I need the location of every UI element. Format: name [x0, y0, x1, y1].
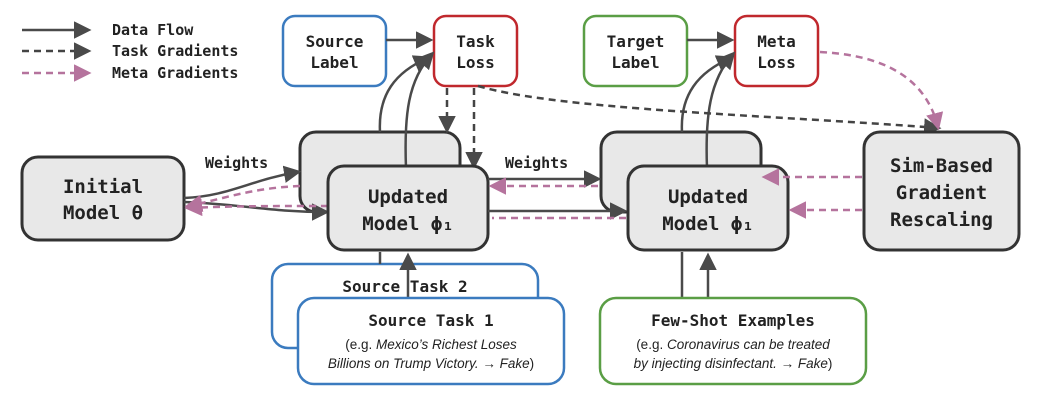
meta-gradient-to-initial-front [184, 198, 329, 217]
task-loss-line2: Loss [456, 53, 495, 72]
initial-model-line2: Model θ [63, 202, 143, 224]
meta-loss-line1: Meta [757, 32, 796, 51]
few-shot-example-prefix: (e.g. [636, 337, 667, 352]
few-shot-title: Few-Shot Examples [651, 311, 815, 330]
initial-model-line1: Initial [63, 176, 143, 198]
source-task-1-example-prefix: (e.g. [345, 337, 376, 352]
initial-to-model-back-weights-arrow [183, 165, 302, 200]
updated-model-left-line2: Model ϕ₁ [362, 213, 454, 235]
sim-rescaling-line1: Sim-Based [890, 155, 993, 177]
task-loss-line1: Task [456, 32, 495, 51]
task-loss-box [432, 14, 519, 88]
model-left-to-task-loss-curve-2 [404, 51, 435, 169]
few-shot-example-line2: by injecting disinfectant. → Fake) [634, 356, 833, 371]
source-task-1-example-line2: Billions on Trump Victory. → Fake) [328, 356, 534, 371]
legend: Data Flow Task Gradients Meta Gradients [22, 21, 238, 82]
source-task-1-title: Source Task 1 [368, 311, 493, 330]
sim-rescaling-line3: Rescaling [890, 209, 993, 231]
task-loss-to-rescaling-gradient [477, 84, 942, 136]
meta-loss-to-rescaling-gradient [819, 50, 944, 131]
meta-loss-box [733, 14, 820, 88]
target-label-box [582, 14, 689, 88]
source-label-line1: Source [306, 32, 364, 51]
weights-label-left: Weights [205, 154, 268, 172]
updated-model-right-line2: Model ϕ₁ [662, 213, 754, 235]
source-task-1-example-italic-1: Mexico’s Richest Loses [376, 337, 517, 352]
source-label-line2: Label [310, 53, 358, 72]
updated-model-right-box [626, 164, 790, 252]
legend-meta-gradients-label: Meta Gradients [112, 64, 238, 82]
updated-model-right-line1: Updated [668, 186, 748, 208]
source-task-1-example-suffix: ) [530, 356, 535, 371]
legend-data-flow-label: Data Flow [112, 21, 194, 39]
sim-rescaling-box [862, 130, 1021, 252]
source-task-1-box [296, 296, 566, 386]
updated-model-left-line1: Updated [368, 186, 448, 208]
source-task-2-title: Source Task 2 [342, 277, 467, 296]
weights-label-right: Weights [505, 154, 568, 172]
source-task-1-example-italic-2: Billions on Trump Victory. → Fake [328, 356, 530, 371]
few-shot-example-italic-2: by injecting disinfectant. → Fake [634, 356, 828, 371]
initial-model-box [20, 155, 186, 242]
model-right-to-meta-loss-curve-2 [705, 51, 736, 169]
source-label-box [281, 14, 388, 88]
target-label-line1: Target [607, 32, 665, 51]
few-shot-example-italic-1: Coronavirus can be treated [667, 337, 830, 352]
few-shot-example-suffix: ) [828, 356, 833, 371]
source-task-1-example-line1: (e.g. Mexico’s Richest Loses [345, 337, 517, 352]
meta-loss-line2: Loss [757, 53, 796, 72]
few-shot-box [598, 296, 868, 386]
target-label-line2: Label [611, 53, 659, 72]
legend-task-gradients-label: Task Gradients [112, 42, 238, 60]
sim-rescaling-line2: Gradient [896, 182, 988, 204]
meta-gradient-to-initial-back [184, 184, 301, 213]
few-shot-example-line1: (e.g. Coronavirus can be treated [636, 337, 830, 352]
updated-model-left-box [326, 164, 490, 252]
